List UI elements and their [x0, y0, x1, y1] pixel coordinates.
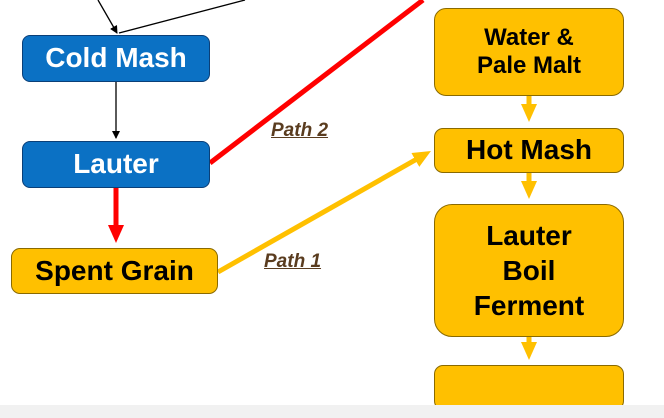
cold-mash-node: Cold Mash: [22, 35, 210, 82]
path-1-line: [216, 151, 431, 275]
spent-grain-label: Spent Grain: [35, 254, 194, 286]
path-2-line: [208, 0, 425, 165]
lauter-boil-ferment-line-2: Boil: [502, 255, 556, 286]
connector-top-diagonal: [118, 0, 246, 34]
lauter-boil-ferment-node: Lauter Boil Ferment: [434, 204, 624, 337]
lauter-node: Lauter: [22, 141, 210, 188]
cold-mash-label: Cold Mash: [45, 42, 187, 74]
water-pale-malt-line-1: Water &: [484, 24, 574, 52]
lauter-boil-ferment-line-1: Lauter: [486, 220, 572, 251]
connector-top-vertical: [97, 0, 118, 34]
path-1-label: Path 1: [264, 251, 322, 272]
bottom-strip: [0, 405, 664, 418]
hot-mash-label: Hot Mash: [466, 134, 592, 166]
lauter-boil-ferment-line-3: Ferment: [473, 290, 585, 321]
path-2-label: Path 2: [271, 120, 329, 141]
spent-grain-node: Spent Grain: [11, 248, 218, 294]
lauter-label: Lauter: [73, 148, 159, 180]
hot-mash-node: Hot Mash: [434, 128, 624, 173]
water-pale-malt-node: Water & Pale Malt: [434, 8, 624, 96]
final-output-node: [434, 365, 624, 410]
water-pale-malt-line-2: Pale Malt: [476, 52, 582, 79]
